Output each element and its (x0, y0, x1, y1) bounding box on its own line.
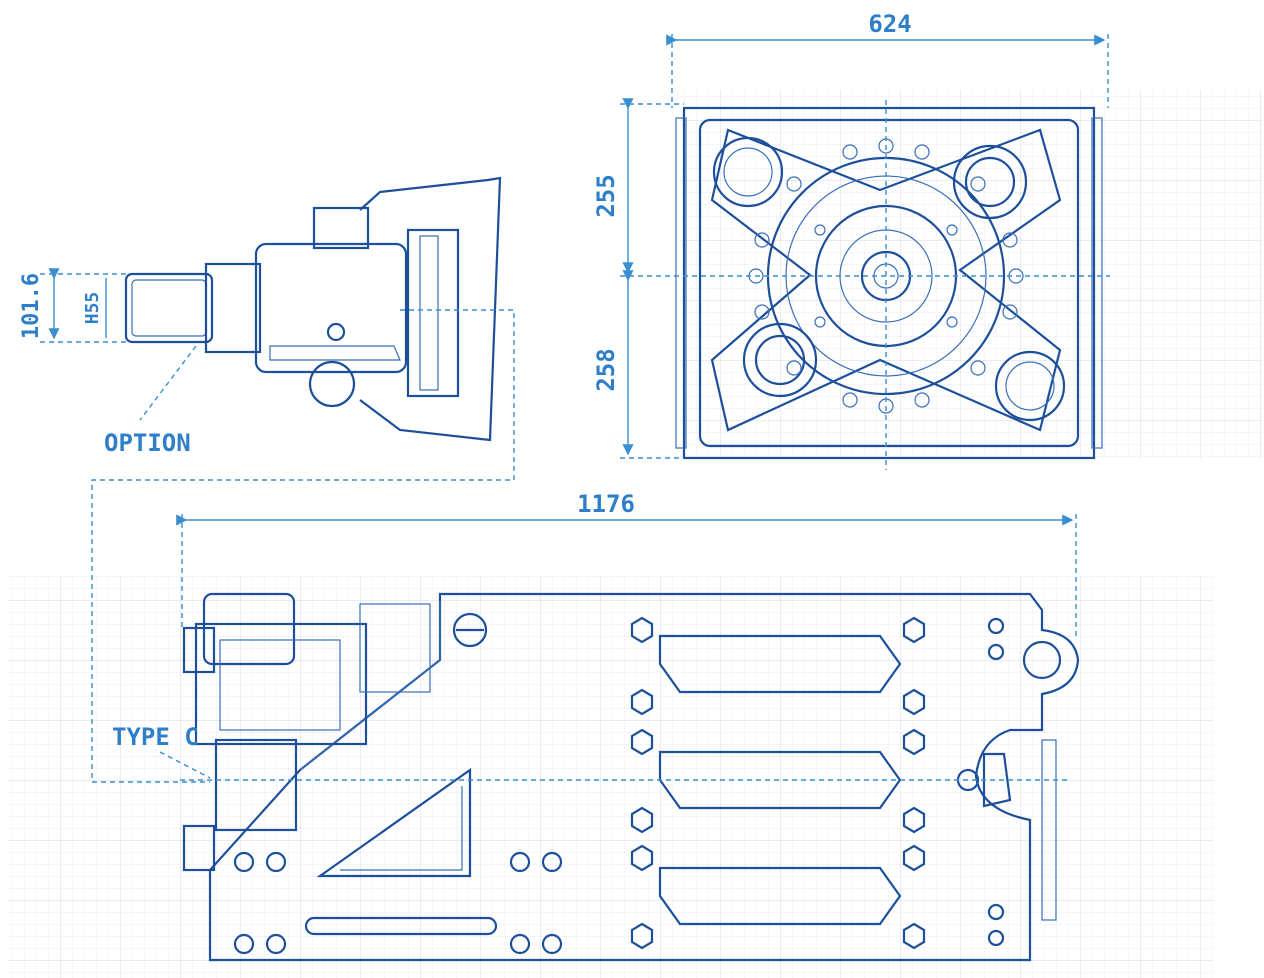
label-type-c: TYPE C (112, 723, 199, 751)
dim-label-h55: H55 (82, 292, 103, 325)
label-option: OPTION (104, 429, 191, 457)
leader-connector (91, 309, 515, 783)
dim-label-624: 624 (868, 10, 911, 38)
side-view-option (124, 176, 502, 442)
dimension-height: 255 258 (592, 98, 684, 459)
top-view (620, 100, 1110, 470)
dim-label-258: 258 (592, 348, 620, 391)
grid-bottom (8, 575, 1213, 978)
type-c-leader (159, 751, 211, 779)
dim-label-1176: 1176 (577, 490, 635, 518)
dimension-length: 1176 (176, 490, 1077, 640)
dim-label-101-6: 101.6 (19, 273, 44, 339)
dimension-shank: 101.6 H55 (19, 268, 130, 343)
dim-label-255: 255 (592, 174, 620, 217)
dimension-width: 624 (666, 10, 1109, 108)
bottom-view (180, 592, 1080, 962)
